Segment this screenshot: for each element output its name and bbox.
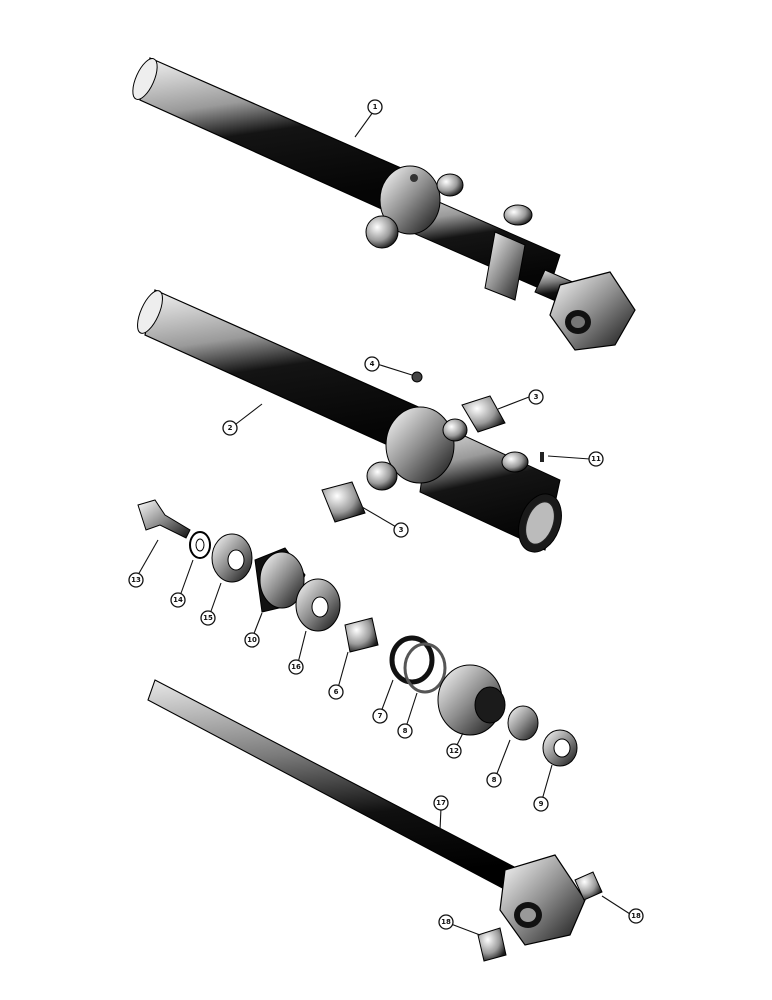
callout-3-lower: 3 bbox=[393, 522, 409, 538]
callout-4: 4 bbox=[364, 356, 380, 372]
callout-8-upper: 8 bbox=[397, 723, 413, 739]
callout-14: 14 bbox=[170, 592, 186, 608]
callout-1-label: 1 bbox=[373, 103, 378, 111]
gland-bore bbox=[474, 686, 506, 724]
callout-15: 15 bbox=[200, 610, 216, 626]
callout-10-upper: 10 bbox=[244, 632, 260, 648]
barrel-body-end bbox=[137, 290, 163, 334]
set-screw bbox=[540, 452, 544, 462]
callout-8-upper-label: 8 bbox=[403, 727, 408, 735]
bushing-port-left bbox=[365, 215, 399, 249]
cylinder-barrel-assembled bbox=[139, 57, 411, 216]
callout-6: 6 bbox=[328, 684, 344, 700]
callout-16-label: 16 bbox=[291, 663, 301, 671]
barrel-end-cap bbox=[132, 58, 158, 100]
pin-boss-assembled bbox=[503, 204, 533, 226]
callout-7-label: 7 bbox=[378, 712, 383, 720]
barrel-port-left-boss bbox=[366, 461, 398, 491]
callout-13: 13 bbox=[128, 572, 144, 588]
piston-plate-hole bbox=[311, 596, 329, 618]
rod-eye-hole-ring bbox=[520, 908, 536, 922]
cylinder-barrel bbox=[137, 289, 562, 553]
cylinder-collar bbox=[484, 231, 526, 301]
callout-9-label: 9 bbox=[539, 800, 544, 808]
grease-fitting bbox=[411, 371, 423, 383]
rod-eye bbox=[499, 854, 586, 946]
callout-2: 2 bbox=[222, 420, 238, 436]
barrel-port-top-boss bbox=[442, 418, 468, 442]
bolt bbox=[137, 499, 191, 539]
rod-eye-bushing-left bbox=[477, 927, 507, 962]
callout-9: 9 bbox=[533, 796, 549, 812]
callout-8-lower: 8 bbox=[486, 772, 502, 788]
rod-eye-bushing-right bbox=[574, 871, 603, 901]
callout-18-right: 18 bbox=[628, 908, 644, 924]
grease-fitting-assembled bbox=[410, 174, 418, 182]
callout-6-label: 6 bbox=[334, 688, 339, 696]
rod-eye-hole-inner bbox=[571, 316, 585, 328]
callout-18-left: 18 bbox=[438, 914, 454, 930]
callout-3-upper: 3 bbox=[528, 389, 544, 405]
barrel-pin-boss bbox=[501, 451, 529, 473]
callout-12: 12 bbox=[446, 743, 462, 759]
rod-seal bbox=[507, 705, 539, 741]
bushing-upper bbox=[461, 395, 506, 433]
leader-lines bbox=[137, 111, 631, 936]
callout-2-label: 2 bbox=[228, 424, 233, 432]
callout-7: 7 bbox=[372, 708, 388, 724]
wiper-seal-hole bbox=[553, 738, 571, 758]
backup-ring bbox=[403, 642, 447, 694]
piston-cap-hole bbox=[227, 549, 245, 571]
callout-17: 17 bbox=[433, 795, 449, 811]
callout-3-upper-label: 3 bbox=[534, 393, 539, 401]
callout-17-label: 17 bbox=[436, 799, 446, 807]
callout-14-label: 14 bbox=[173, 596, 183, 604]
port-block bbox=[379, 165, 441, 235]
callout-12-label: 12 bbox=[449, 747, 459, 755]
bushing-lower bbox=[321, 481, 366, 523]
callout-16: 16 bbox=[288, 659, 304, 675]
callout-11-label: 11 bbox=[591, 455, 601, 463]
o-ring bbox=[389, 635, 435, 685]
spacer-bushing bbox=[344, 617, 379, 653]
barrel-body bbox=[144, 289, 426, 456]
callout-3-lower-label: 3 bbox=[399, 526, 404, 534]
callout-18-left-label: 18 bbox=[441, 918, 451, 926]
piston-parts bbox=[137, 499, 578, 767]
piston-body-face bbox=[259, 551, 305, 609]
piston-rod bbox=[147, 679, 603, 962]
callout-18-right-label: 18 bbox=[631, 912, 641, 920]
callout-10-upper-label: 10 bbox=[247, 636, 257, 644]
rod-eye-clevis-assembled bbox=[549, 271, 636, 351]
washer-hole bbox=[195, 538, 205, 552]
barrel-port-block bbox=[385, 406, 455, 484]
bushing-port-top bbox=[436, 173, 464, 197]
callout-13-label: 13 bbox=[131, 576, 141, 584]
callout-4-label: 4 bbox=[370, 360, 375, 368]
callout-15-label: 15 bbox=[203, 614, 213, 622]
callout-8-lower-label: 8 bbox=[492, 776, 497, 784]
barrel-threaded-bore bbox=[525, 501, 555, 545]
callout-1: 1 bbox=[367, 99, 383, 115]
callout-11: 11 bbox=[588, 451, 604, 467]
cylinder-assembly bbox=[132, 57, 636, 351]
